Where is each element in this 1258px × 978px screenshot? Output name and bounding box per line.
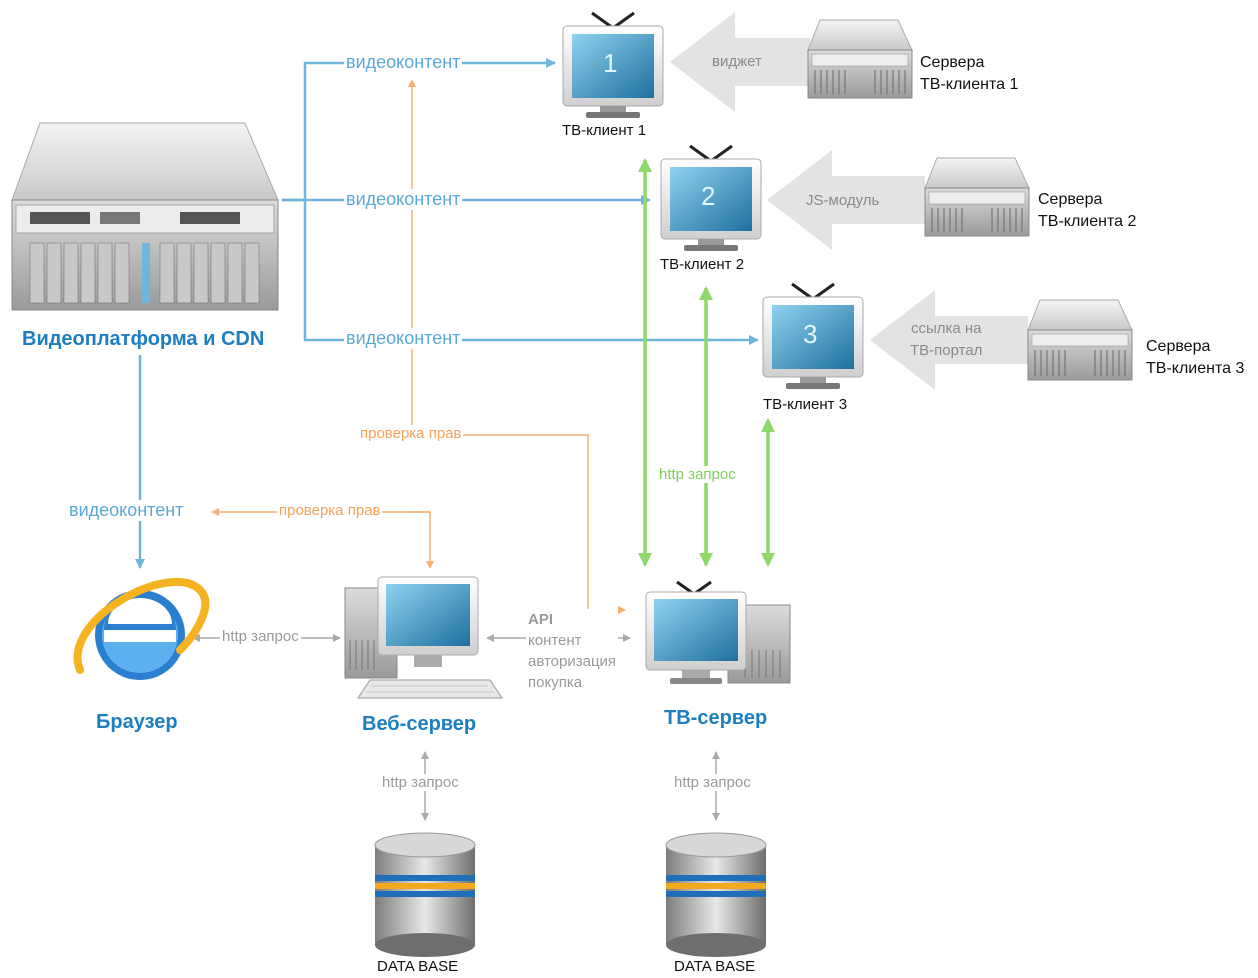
tv-client-1-icon bbox=[562, 11, 664, 118]
client-server-2-line2: ТВ-клиента 2 bbox=[1038, 213, 1137, 230]
database-1-label: DATA BASE bbox=[377, 958, 459, 975]
platform-title: Видеоплатформа и CDN bbox=[22, 328, 265, 350]
tv-client-2-number: 2 bbox=[701, 181, 716, 211]
portal-link-line2: ТВ-портал bbox=[910, 342, 983, 359]
web-server-title: Веб-сервер bbox=[362, 713, 477, 735]
widget-label: виджет bbox=[712, 53, 762, 70]
tv-server-icon bbox=[645, 580, 791, 684]
tv-client-2-label: ТВ-клиент 2 bbox=[660, 256, 745, 273]
tv-client-3-number: 3 bbox=[803, 319, 818, 349]
client-server-3-label: Сервера ТВ-клиента 3 bbox=[1146, 336, 1244, 380]
database-2-label: DATA BASE bbox=[674, 958, 756, 975]
database-2-icon bbox=[665, 832, 767, 957]
tv-client-1-number: 1 bbox=[603, 48, 618, 78]
http-request-label-web-db: http запрос bbox=[380, 774, 461, 791]
rights-check-label-2: проверка прав bbox=[277, 502, 383, 519]
api-label: API bbox=[528, 611, 554, 628]
http-request-label-browser: http запрос bbox=[220, 628, 301, 645]
video-content-label-3: видеоконтент bbox=[344, 328, 463, 349]
tv-client-2-icon bbox=[660, 144, 762, 251]
rights-check-label-1: проверка прав bbox=[358, 425, 464, 442]
tv-client-1-label: ТВ-клиент 1 bbox=[562, 122, 647, 139]
client-server-1-line2: ТВ-клиента 1 bbox=[920, 76, 1019, 93]
browser-title: Браузер bbox=[96, 711, 178, 733]
database-1-icon bbox=[374, 832, 476, 957]
tv-client-3-label: ТВ-клиент 3 bbox=[763, 396, 848, 413]
client-server-2-label: Сервера ТВ-клиента 2 bbox=[1038, 189, 1136, 233]
content-label: контент bbox=[528, 632, 582, 649]
purchase-label: покупка bbox=[528, 674, 583, 691]
tv-server-title: ТВ-сервер bbox=[664, 707, 768, 729]
client-server-2-icon bbox=[924, 157, 1030, 237]
http-request-label-green: http запрос bbox=[657, 466, 738, 483]
video-platform-server-icon bbox=[11, 122, 279, 311]
client-server-3-icon bbox=[1027, 299, 1133, 381]
portal-link-label: ссылка на ТВ-портал bbox=[910, 318, 982, 362]
video-content-label-1: видеоконтент bbox=[344, 52, 463, 73]
video-content-label-4: видеоконтент bbox=[67, 500, 186, 521]
auth-label: авторизация bbox=[528, 653, 617, 670]
api-labels: API контент авторизация покупка bbox=[526, 609, 619, 693]
client-server-3-line1: Сервера bbox=[1146, 338, 1211, 355]
http-request-label-tv-db: http запрос bbox=[672, 774, 753, 791]
js-module-label: JS-модуль bbox=[806, 192, 880, 209]
client-server-1-icon bbox=[807, 19, 913, 99]
client-server-3-line2: ТВ-клиента 3 bbox=[1146, 360, 1245, 377]
client-server-1-line1: Сервера bbox=[920, 54, 985, 71]
http-lines bbox=[638, 158, 775, 567]
tv-client-3-icon bbox=[762, 282, 864, 389]
web-server-icon bbox=[344, 576, 503, 699]
video-content-label-2: видеоконтент bbox=[344, 189, 463, 210]
client-server-1-label: Сервера ТВ-клиента 1 bbox=[920, 52, 1018, 96]
browser-icon bbox=[73, 578, 210, 680]
portal-link-line1: ссылка на bbox=[910, 320, 982, 337]
client-server-arrows bbox=[670, 12, 1028, 390]
client-server-2-line1: Сервера bbox=[1038, 191, 1103, 208]
